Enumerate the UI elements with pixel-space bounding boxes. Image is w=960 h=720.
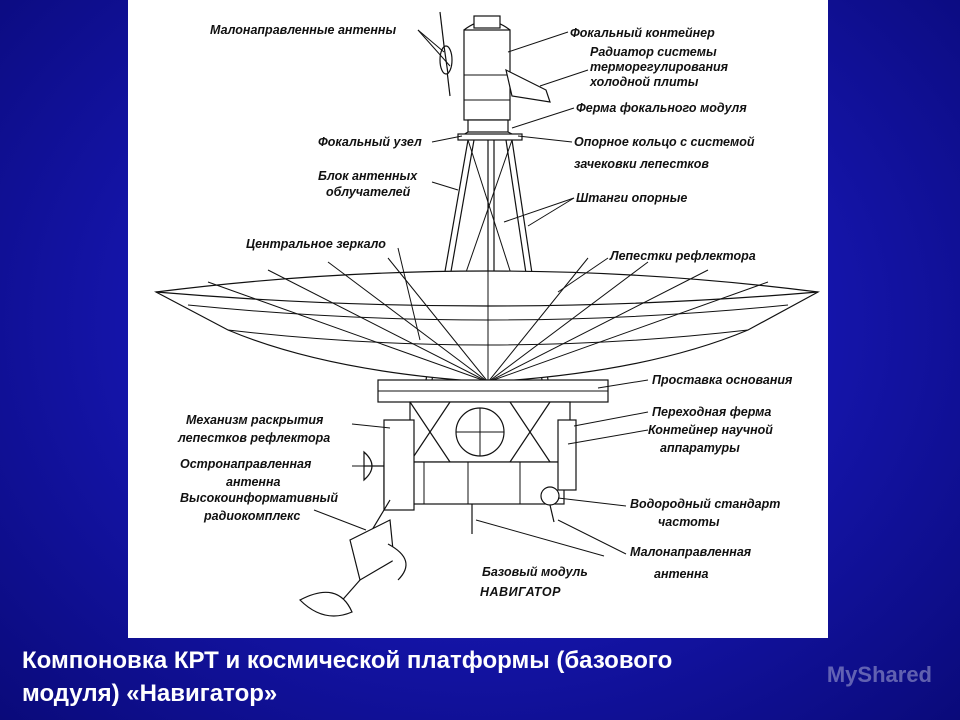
focal-container	[463, 15, 511, 121]
label-focal-unit: Фокальный узел	[318, 135, 422, 149]
base-spacer	[377, 379, 609, 403]
label-feed-block-line2: облучателей	[326, 185, 411, 199]
label-support-rods: Штанги опорные	[576, 191, 687, 205]
label-low-gain-antennas-top: Малонаправленные антенны	[210, 23, 396, 37]
reflector-dish	[154, 257, 820, 383]
radiator	[505, 68, 551, 103]
label-radio-complex-line1: Высокоинформативный	[180, 491, 338, 505]
label-high-gain-antenna-line1: Остронаправленная	[180, 457, 312, 471]
radio-complex	[298, 499, 407, 617]
label-transition-truss: Переходная ферма	[652, 405, 771, 419]
label-low-gain-antenna-bottom-line1: Малонаправленная	[630, 545, 752, 559]
slide-caption: Компоновка КРТ и космической платформы (…	[22, 644, 922, 710]
label-low-gain-antenna-bottom-line2: антенна	[654, 567, 709, 581]
label-reflector-petals: Лепестки рефлектора	[609, 249, 756, 263]
label-high-gain-antenna-line2: антенна	[226, 475, 281, 489]
label-support-ring-line1: Опорное кольцо с системой	[574, 135, 755, 149]
caption-line1: Компоновка КРТ и космической платформы (…	[22, 647, 673, 674]
transition-truss	[409, 401, 571, 463]
label-feed-block-line1: Блок антенных	[318, 169, 418, 183]
label-base-module: Базовый модуль	[482, 565, 588, 579]
caption-line2: модуля) «Навигатор»	[22, 680, 278, 707]
label-central-mirror: Центральное зеркало	[246, 237, 386, 251]
label-hydrogen-standard-line2: частоты	[658, 515, 720, 529]
label-radiator-line3: холодной плиты	[589, 75, 699, 89]
label-focal-container: Фокальный контейнер	[570, 26, 715, 40]
focal-truss	[457, 119, 523, 141]
label-radiator-line1: Радиатор системы	[590, 45, 717, 59]
spacecraft-diagram: Малонаправленные антенны Фокальный конте…	[154, 11, 820, 617]
label-support-ring-line2: зачековки лепестков	[574, 157, 709, 171]
watermark: MyShared	[826, 662, 932, 687]
label-petal-mechanism-line2: лепестков рефлектора	[177, 431, 330, 445]
low-gain-antennas-top	[439, 11, 453, 97]
label-hydrogen-standard-line1: Водородный стандарт	[630, 497, 780, 511]
label-base-spacer: Проставка основания	[652, 373, 793, 387]
diagram-panel: Малонаправленные антенны Фокальный конте…	[128, 0, 828, 638]
hydrogen-standard	[540, 486, 560, 523]
leader-lines	[313, 29, 649, 557]
label-petal-mechanism-line1: Механизм раскрытия	[186, 413, 324, 427]
label-science-container-line2: аппаратуры	[660, 441, 740, 455]
label-radiator-line2: терморегулирования	[590, 60, 729, 74]
diagram-labels: Малонаправленные антенны Фокальный конте…	[177, 23, 793, 599]
label-radio-complex-line2: радиокомплекс	[203, 509, 300, 523]
label-focal-truss: Ферма фокального модуля	[576, 101, 747, 115]
base-module	[383, 419, 577, 511]
label-navigator: НАВИГАТОР	[480, 585, 561, 599]
label-science-container-line1: Контейнер научной	[648, 423, 773, 437]
